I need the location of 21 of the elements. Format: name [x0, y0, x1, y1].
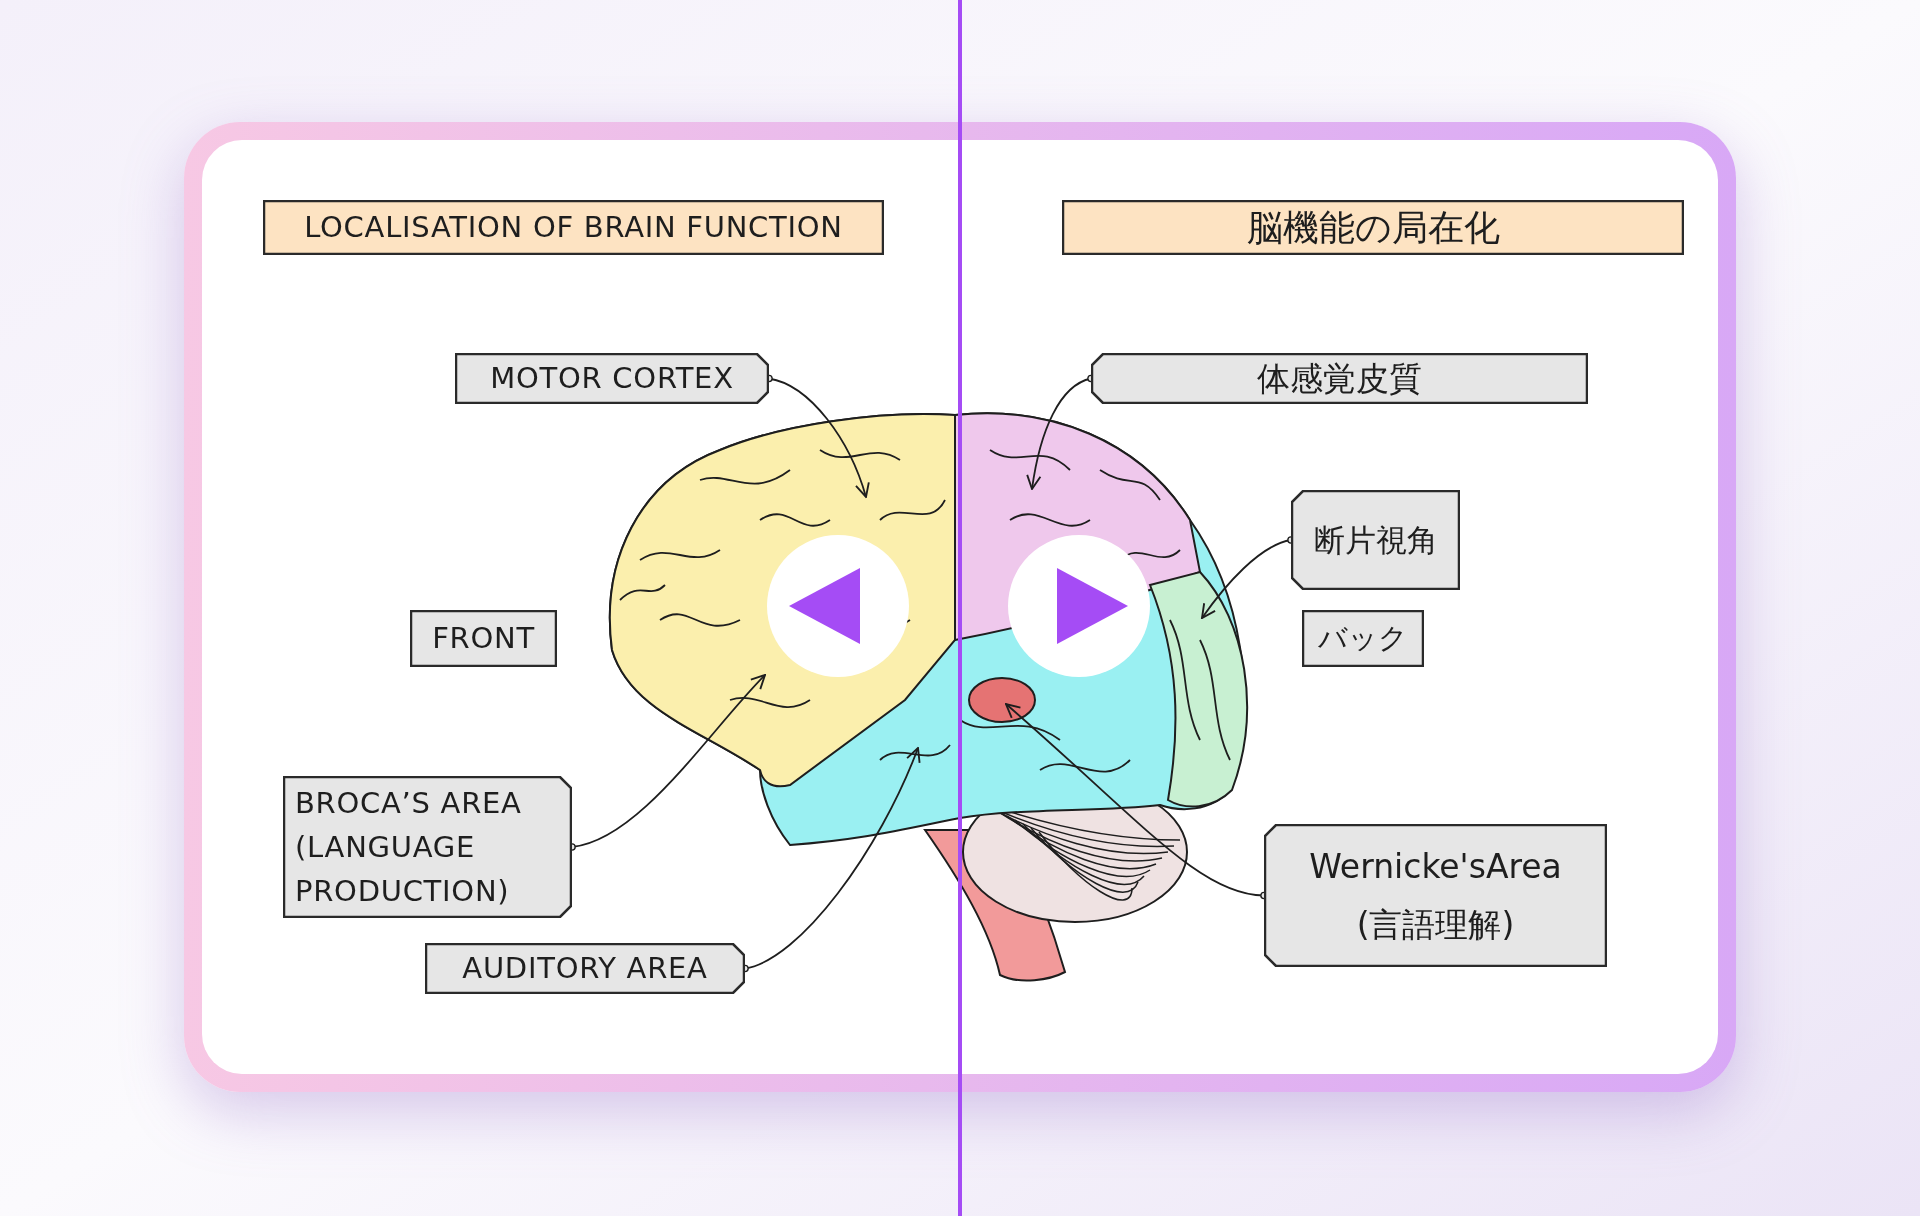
label-text: LOCALISATION OF BRAIN FUNCTION — [304, 208, 843, 246]
label-box — [1302, 610, 1424, 667]
label-tag — [283, 776, 572, 918]
label-text: FRONT — [432, 619, 535, 657]
label-text: 断片視角 — [1313, 520, 1438, 560]
label-text: 体感覚皮質 — [1257, 357, 1422, 400]
label-text: BROCA’S AREA (LANGUAGE PRODUCTION) — [295, 785, 523, 910]
label-text: バック — [1318, 619, 1408, 657]
label-tag — [455, 353, 769, 404]
label-text: (言語理解) — [1356, 903, 1515, 946]
label-text: AUDITORY AREA — [462, 949, 708, 987]
label-box — [410, 610, 557, 667]
title-box — [1062, 200, 1684, 255]
label-tag — [425, 943, 745, 994]
label-tag — [1091, 353, 1588, 404]
label-tag — [1264, 824, 1607, 967]
title-box — [263, 200, 884, 255]
label-text: Wernicke'sArea — [1309, 845, 1562, 888]
label-text: 脳機能の局在化 — [1246, 205, 1500, 250]
label-text: MOTOR CORTEX — [490, 359, 734, 397]
label-tag — [1291, 490, 1460, 590]
